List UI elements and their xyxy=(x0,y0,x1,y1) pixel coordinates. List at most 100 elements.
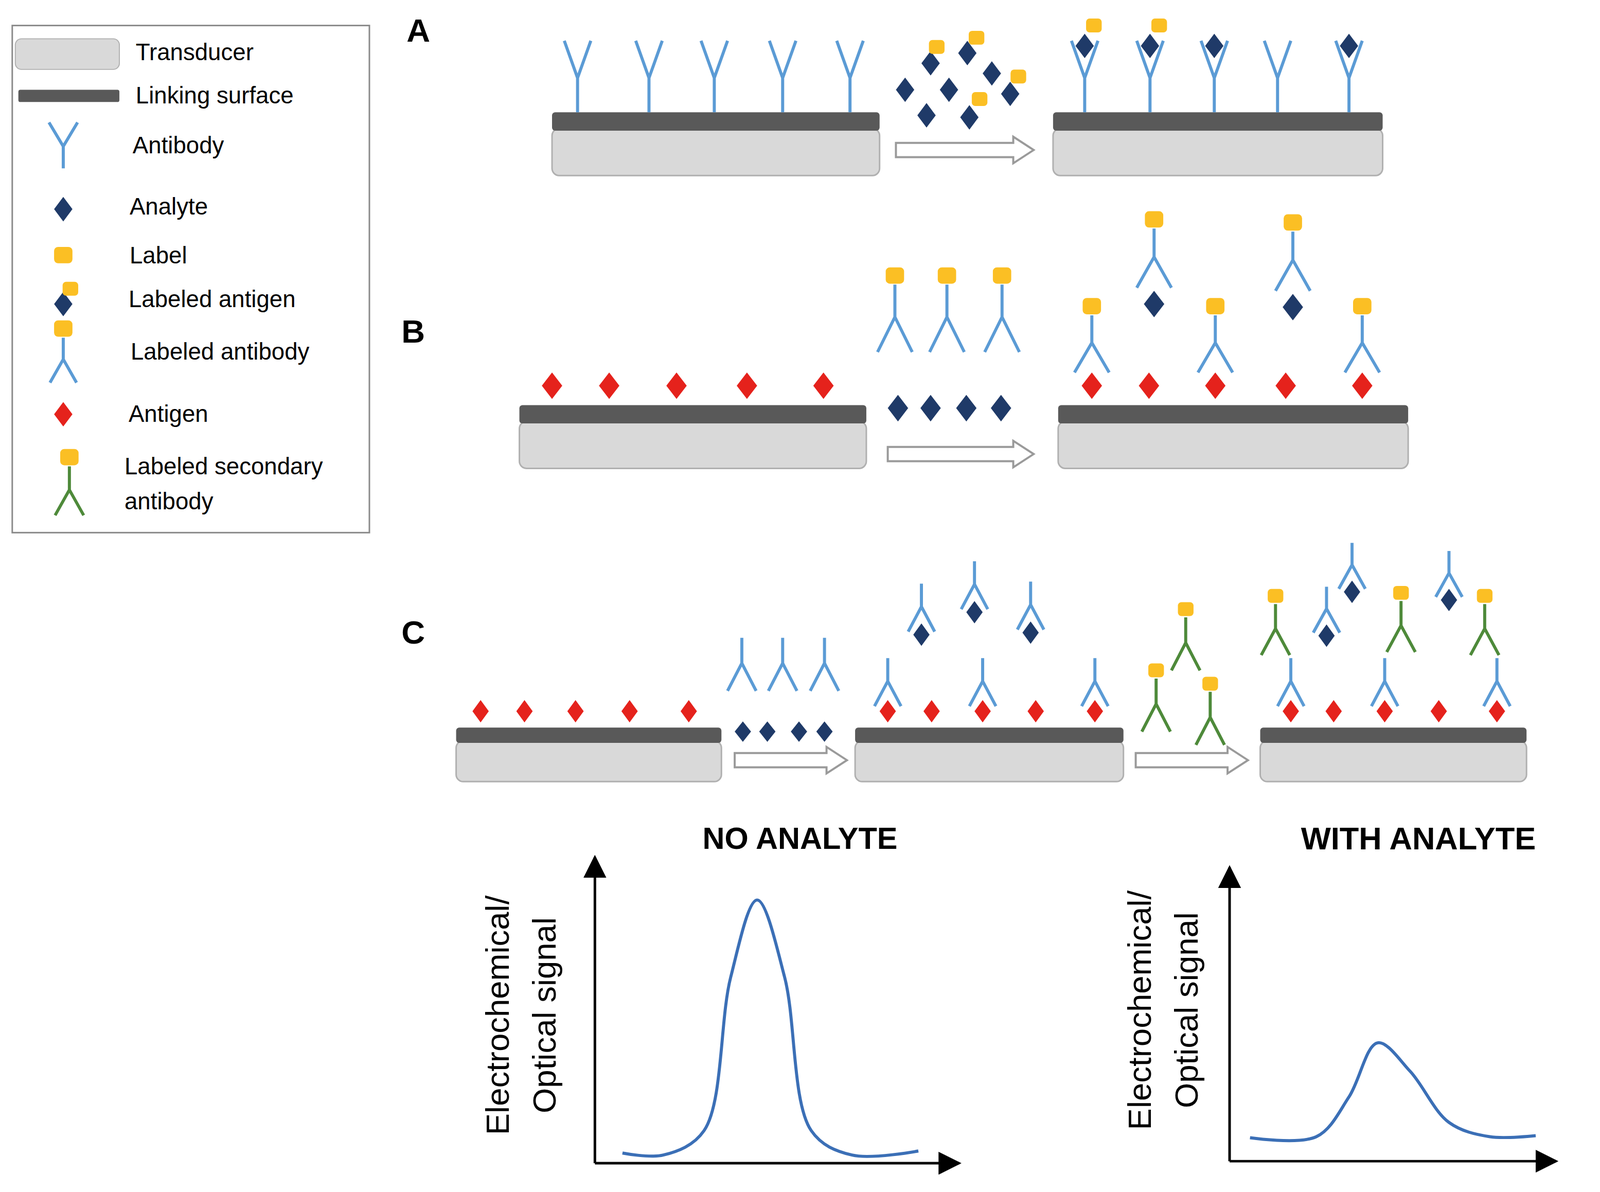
antigen xyxy=(567,700,584,723)
process-arrow xyxy=(734,747,847,774)
linking-surface xyxy=(456,727,722,743)
analyte xyxy=(960,104,979,130)
antigen xyxy=(1430,700,1448,723)
graph-title: WITH ANALYTE xyxy=(1301,819,1537,858)
y-axis xyxy=(593,857,597,1164)
analyte xyxy=(1140,33,1160,59)
antigen xyxy=(1204,372,1226,400)
panel-letter: C xyxy=(401,613,425,653)
label xyxy=(1178,602,1194,617)
antigen xyxy=(472,700,489,723)
antibody xyxy=(1171,617,1201,671)
antibody xyxy=(1261,603,1291,655)
linking-surface xyxy=(1053,112,1383,131)
x-axis xyxy=(1229,1160,1557,1163)
label xyxy=(937,267,957,284)
antibody xyxy=(929,284,965,352)
transducer xyxy=(519,421,867,469)
antigen xyxy=(598,372,620,400)
antigen xyxy=(1275,372,1296,400)
linking-surface xyxy=(519,404,867,424)
antibody xyxy=(1136,228,1172,288)
analyte xyxy=(1318,624,1336,648)
antibody xyxy=(1386,600,1416,652)
antibody xyxy=(1275,231,1310,291)
legend-box xyxy=(12,25,370,533)
antibody xyxy=(564,40,592,113)
antibody xyxy=(1196,691,1225,745)
label xyxy=(971,92,988,106)
antigen xyxy=(1081,372,1102,400)
analyte xyxy=(895,77,915,103)
label xyxy=(60,449,79,466)
signal-curve xyxy=(1250,1042,1536,1141)
antibody xyxy=(969,658,997,706)
analyte xyxy=(759,721,776,742)
antibody xyxy=(55,466,84,515)
label xyxy=(885,267,905,284)
antigen xyxy=(974,700,991,723)
drawing xyxy=(12,18,1557,1164)
antibody xyxy=(701,40,728,113)
analyte xyxy=(1204,33,1224,59)
antigen xyxy=(666,372,687,400)
analyte xyxy=(982,61,1002,86)
antibody xyxy=(1081,658,1109,706)
legend-text: Transducer xyxy=(135,39,254,68)
label xyxy=(1144,211,1164,228)
analyte xyxy=(54,197,73,222)
process-arrow xyxy=(1135,747,1249,774)
analyte xyxy=(1343,580,1361,604)
label xyxy=(1086,18,1102,33)
linking-surface xyxy=(552,112,880,131)
antigen xyxy=(54,401,73,427)
label xyxy=(1202,676,1218,691)
antigen xyxy=(1488,700,1506,723)
analyte xyxy=(1075,33,1095,59)
legend-text: Labeled antigen xyxy=(128,286,296,315)
antibody xyxy=(1470,603,1500,655)
antibody xyxy=(1264,40,1291,113)
analyte xyxy=(887,395,909,422)
antibody xyxy=(727,637,757,691)
label xyxy=(1267,589,1284,603)
antibody xyxy=(769,40,796,113)
label xyxy=(1151,18,1167,33)
antigen xyxy=(1138,372,1160,400)
antigen xyxy=(1325,700,1342,723)
antibody xyxy=(1141,678,1171,732)
label xyxy=(1148,663,1164,678)
label xyxy=(54,246,73,264)
legend-swatch xyxy=(15,38,120,70)
analyte xyxy=(921,50,940,76)
linking-surface xyxy=(855,727,1124,743)
transducer xyxy=(1260,740,1527,782)
analyte xyxy=(1143,290,1165,318)
antigen xyxy=(879,700,897,723)
label xyxy=(1393,585,1409,600)
legend-text: Analyte xyxy=(129,192,208,222)
analyte xyxy=(939,77,959,103)
analyte xyxy=(917,102,936,128)
transducer xyxy=(1058,421,1409,469)
legend-text: Linking surface xyxy=(135,81,294,111)
antibody xyxy=(768,637,798,691)
analyte xyxy=(816,721,833,742)
analyte xyxy=(966,600,983,624)
label xyxy=(992,267,1012,284)
analyte xyxy=(1001,81,1020,107)
antibody xyxy=(836,40,864,113)
axis-label: Electrochemical/ Optical signal xyxy=(1115,869,1211,1151)
legend-text: Antibody xyxy=(132,131,225,160)
analyte xyxy=(1339,33,1359,59)
antigen xyxy=(1282,700,1300,723)
antigen xyxy=(736,372,758,400)
label xyxy=(54,320,73,337)
transducer xyxy=(1053,128,1383,176)
analyte xyxy=(1441,588,1458,612)
label xyxy=(62,281,79,296)
label xyxy=(1205,297,1225,315)
antibody xyxy=(984,284,1020,352)
process-arrow xyxy=(895,136,1034,164)
antigen xyxy=(1027,700,1044,723)
